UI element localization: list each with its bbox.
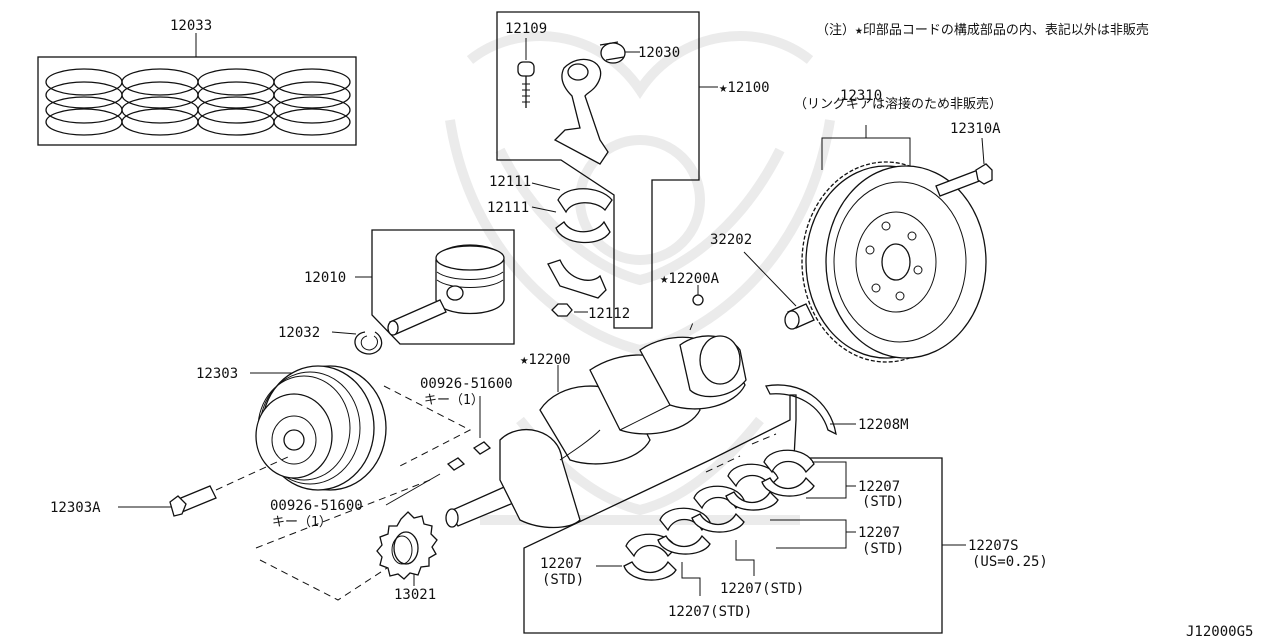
piston-icon — [435, 244, 505, 315]
label-main-bearing-set[interactable]: 12207S — [968, 538, 1019, 554]
crank-sprocket-group[interactable]: 13021 — [376, 511, 438, 603]
label-pilot-bushing[interactable]: 32202 — [710, 232, 752, 248]
key-top-group[interactable]: 00926-51600 キー（1） — [420, 376, 513, 455]
label-crank-sprocket[interactable]: 13021 — [394, 587, 436, 603]
label-main-bearing-1-std: (STD) — [862, 494, 904, 510]
label-piston-snap-ring[interactable]: 12032 — [278, 325, 320, 341]
flywheel-group[interactable]: 12310 （リングギアは溶接のため非販売） — [794, 88, 1002, 363]
connecting-rod-icon — [553, 58, 609, 165]
label-flywheel[interactable]: 12310 — [840, 88, 882, 104]
piston-pin-icon — [387, 299, 447, 336]
piston-ring-set-group[interactable]: 12033 — [37, 18, 357, 146]
label-con-rod-bolt[interactable]: 12109 — [505, 21, 547, 37]
flywheel-icon — [801, 161, 987, 363]
label-con-rod-bearing-upper[interactable]: 12111 — [489, 174, 531, 190]
con-rod-bearing-lower-icon — [555, 220, 611, 244]
key-bottom-group[interactable]: 00926-51600 キー（1） — [270, 457, 466, 530]
crank-pulley-group[interactable]: 12303 — [196, 365, 387, 491]
crankshaft-icon — [445, 335, 747, 529]
con-rod-bolt-icon — [517, 61, 535, 108]
label-main-bearing-2[interactable]: 12207 — [858, 525, 900, 541]
main-bearing-set-group[interactable]: 12207 (STD) 12207 (STD) 12207 (STD) 1220… — [523, 394, 1048, 634]
label-main-bearing-4[interactable]: 12207(STD) — [720, 581, 804, 597]
label-piston-ring-set[interactable]: 12033 — [170, 18, 212, 34]
label-main-bearing-1[interactable]: 12207 — [858, 479, 900, 495]
label-crank-plug[interactable]: ★12200A — [660, 271, 720, 287]
label-main-bearing-2-std: (STD) — [862, 541, 904, 557]
label-con-rod-nut[interactable]: 12112 — [588, 306, 630, 322]
crank-pulley-bolt-icon — [169, 485, 217, 517]
diagram-id: J12000G5 — [1186, 624, 1253, 639]
label-key-qty-bottom: キー（1） — [272, 515, 332, 530]
label-con-rod-bushing[interactable]: 12030 — [638, 45, 680, 61]
label-crankshaft[interactable]: ★12200 — [520, 352, 571, 368]
crank-pulley-bolt-group[interactable]: 12303A — [50, 485, 217, 517]
label-key-qty-top: キー（1） — [424, 393, 484, 408]
con-rod-cap-icon — [547, 259, 607, 299]
label-piston[interactable]: 12010 — [304, 270, 346, 286]
pilot-bushing-icon — [784, 303, 815, 330]
crank-pulley-icon — [255, 365, 387, 491]
con-rod-bearing-upper-icon — [557, 188, 613, 214]
piston-snap-ring-group[interactable]: 12032 — [278, 325, 383, 355]
thrust-washer-group[interactable]: 12208M — [765, 384, 909, 436]
con-rod-assembly-group[interactable]: 12109 12030 ★12100 12111 12111 12112 — [487, 11, 770, 329]
note-text: （注）★印部品コードの構成部品の内、表記以外は非販売 — [816, 22, 1149, 38]
crankshaft-group[interactable]: ★12200 — [445, 335, 747, 529]
label-main-bearing-5[interactable]: 12207(STD) — [668, 604, 752, 620]
flywheel-bolt-icon — [935, 163, 993, 197]
piston-ring-stack — [45, 68, 351, 136]
label-con-rod-bearing-lower[interactable]: 12111 — [487, 200, 529, 216]
label-crank-pulley[interactable]: 12303 — [196, 366, 238, 382]
piston-group[interactable]: 12010 — [304, 229, 515, 345]
label-thrust-washer[interactable]: 12208M — [858, 417, 909, 433]
pilot-bushing-group[interactable]: 32202 — [710, 232, 815, 330]
label-main-bearing-3-std: (STD) — [542, 572, 584, 588]
label-flywheel-bolt[interactable]: 12310A — [950, 121, 1001, 137]
crank-plug-group[interactable]: ★12200A — [660, 271, 720, 306]
label-con-rod-assembly[interactable]: ★12100 — [719, 80, 770, 96]
label-key-part-top[interactable]: 00926-51600 — [420, 376, 513, 392]
label-key-part-bottom[interactable]: 00926-51600 — [270, 498, 363, 514]
flywheel-bolt-group[interactable]: 12310A — [935, 121, 1001, 197]
label-main-bearing-3[interactable]: 12207 — [540, 556, 582, 572]
con-rod-bushing-icon — [599, 41, 626, 64]
crank-sprocket-icon — [376, 511, 438, 580]
main-bearing-shells — [623, 449, 815, 581]
label-flywheel-note: （リングギアは溶接のため非販売） — [794, 96, 1002, 112]
label-crank-pulley-bolt[interactable]: 12303A — [50, 500, 101, 516]
con-rod-nut-icon — [551, 303, 573, 317]
label-main-bearing-set-size: (US=0.25) — [972, 554, 1048, 570]
